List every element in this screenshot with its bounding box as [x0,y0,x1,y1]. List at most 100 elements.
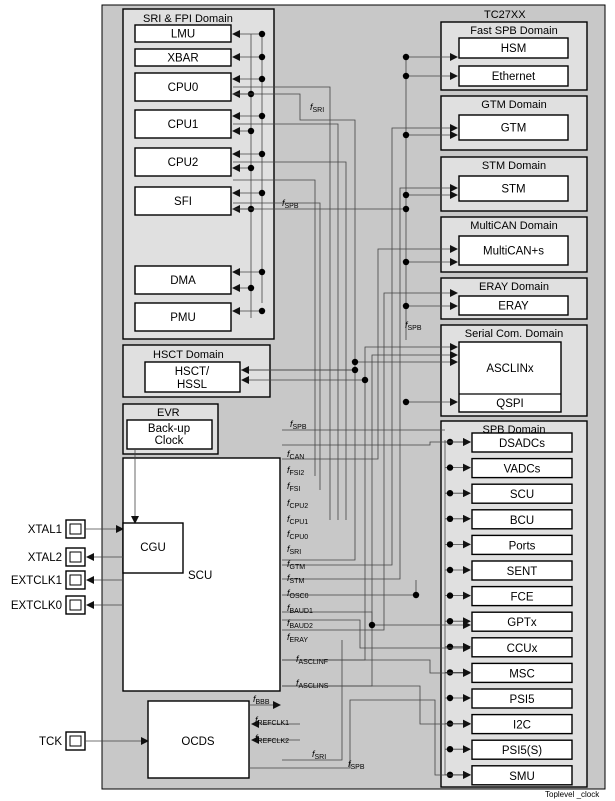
clock-label-baud1: fBAUD1 [287,603,313,615]
block-lmu [134,24,232,43]
serial-domain-title: Serial Com. Domain [465,328,563,340]
block-scu [471,483,573,504]
block-eray-label: ERAY [498,301,529,313]
backup-clock-label-1: Back-up [148,423,190,435]
block-hsm [458,37,569,59]
scu-label: SCU [188,570,212,582]
ocds-label: OCDS [181,736,215,748]
cgu-label: CGU [140,542,166,554]
block-psi5 [471,688,573,709]
evr-domain-title: EVR [157,407,180,419]
block-xbar-label: XBAR [167,53,198,65]
junction-dot [446,694,454,702]
junction-dot [402,131,410,139]
block-cpu2 [134,147,232,177]
block-ethernet-label: Ethernet [492,71,536,83]
block-cpu0-label: CPU0 [168,82,199,94]
junction-dot [247,164,255,172]
clock-label-baud2: fBAUD2 [287,618,313,630]
junction-dot [402,398,410,406]
clock-label-asclins: fASCLINS [296,678,329,690]
clock-signal-labels: fSRIfSPBfSPBfSPBfCANfFSI2fFSIfCPU2fCPU1f… [253,102,422,771]
clock-label-sri: fSRI [310,102,324,114]
pin-extclk0-inner [69,599,82,611]
junction-dot [402,191,410,199]
junction-dot [258,112,266,120]
block-dsadcs-label: DSADCs [499,438,545,450]
block-serial-container [458,341,562,413]
block-i2c-label: I2C [513,720,531,732]
pin-xtal1-inner [69,523,82,535]
block-smu-label: SMU [509,771,535,783]
backup-clock-label-2: Clock [155,435,184,447]
block-sent [471,560,573,581]
eray-domain-title: ERAY Domain [479,281,549,293]
junction-dot [446,592,454,599]
block-asclinx-label: ASCLINx [486,363,534,375]
clock-label-cpu0: fCPU0 [287,529,308,541]
block-psi5-s [471,739,573,760]
sri-fpi-domain-title: SRI & FPI Domain [143,13,233,25]
block-scu-label: SCU [510,489,534,501]
block-eray [458,295,569,316]
block-sfi-label: SFI [174,196,192,208]
wire-dsadc [282,438,471,446]
block-smu [471,765,573,786]
block-xbar [134,48,232,67]
pin-xtal2-inner [69,551,82,563]
block-ccux [471,637,573,658]
clock-label-asclinf: fASCLINF [296,654,328,666]
backup-clock-block [126,419,213,450]
clock-label-sri: fSRI [312,749,326,761]
wire-fcpu [233,123,339,520]
block-cpu0 [134,72,232,102]
wire-ffsi2 [233,179,316,476]
junction-dot [402,205,410,213]
junction-dot [258,150,266,158]
junction-dot [446,566,454,574]
junction-dot [446,746,454,753]
pin-tck-label: TCK [39,736,62,748]
clock-label-fsi2: fFSI2 [287,465,304,477]
block-hsm-label: HSM [501,43,527,55]
block-ports [471,534,573,556]
stm-domain-title: STM Domain [482,160,546,172]
block-cpu2-label: CPU2 [168,157,199,169]
clock-label-fsi: fFSI [287,481,300,493]
wire-ffsi [233,202,321,490]
pin-extclk1-inner [69,574,82,586]
block-bcu-label: BCU [510,515,534,527]
ocds-block [147,700,250,779]
junction-dot [258,30,266,38]
block-cpu1 [134,109,232,139]
block-ccux-label: CCUx [507,643,538,655]
wire-ocds-sri [282,640,343,761]
multican-domain-title: MultiCAN Domain [470,220,557,232]
block-dma-label: DMA [170,275,196,287]
junction-dot [351,358,359,366]
clock-wires [131,30,471,779]
clock-label-refclk2: fREFCLK2 [255,733,289,745]
junction-dot [402,53,410,61]
block-i2c [471,713,573,735]
scu-block [122,457,281,692]
junction-dot [351,366,359,374]
clock-label-can: fCAN [287,449,304,461]
clock-label-spb: fSPB [290,419,307,431]
junction-dot [402,302,410,310]
junction-dot [368,621,376,629]
clock-label-spb: fSPB [282,198,299,210]
fast-spb-domain-title: Fast SPB Domain [470,25,557,37]
pin-xtal2 [65,547,86,567]
junction-dot [258,307,266,315]
clock-label-spb: fSPB [405,320,422,332]
block-msc [471,662,573,684]
pin-xtal1 [65,519,86,539]
block-lmu-label: LMU [171,29,195,41]
block-gptx-label: GPTx [507,617,537,629]
junction-dot [446,643,454,650]
chip-title: TC27XX [484,9,526,21]
diagram-caption: Toplevel _clock [545,790,600,799]
